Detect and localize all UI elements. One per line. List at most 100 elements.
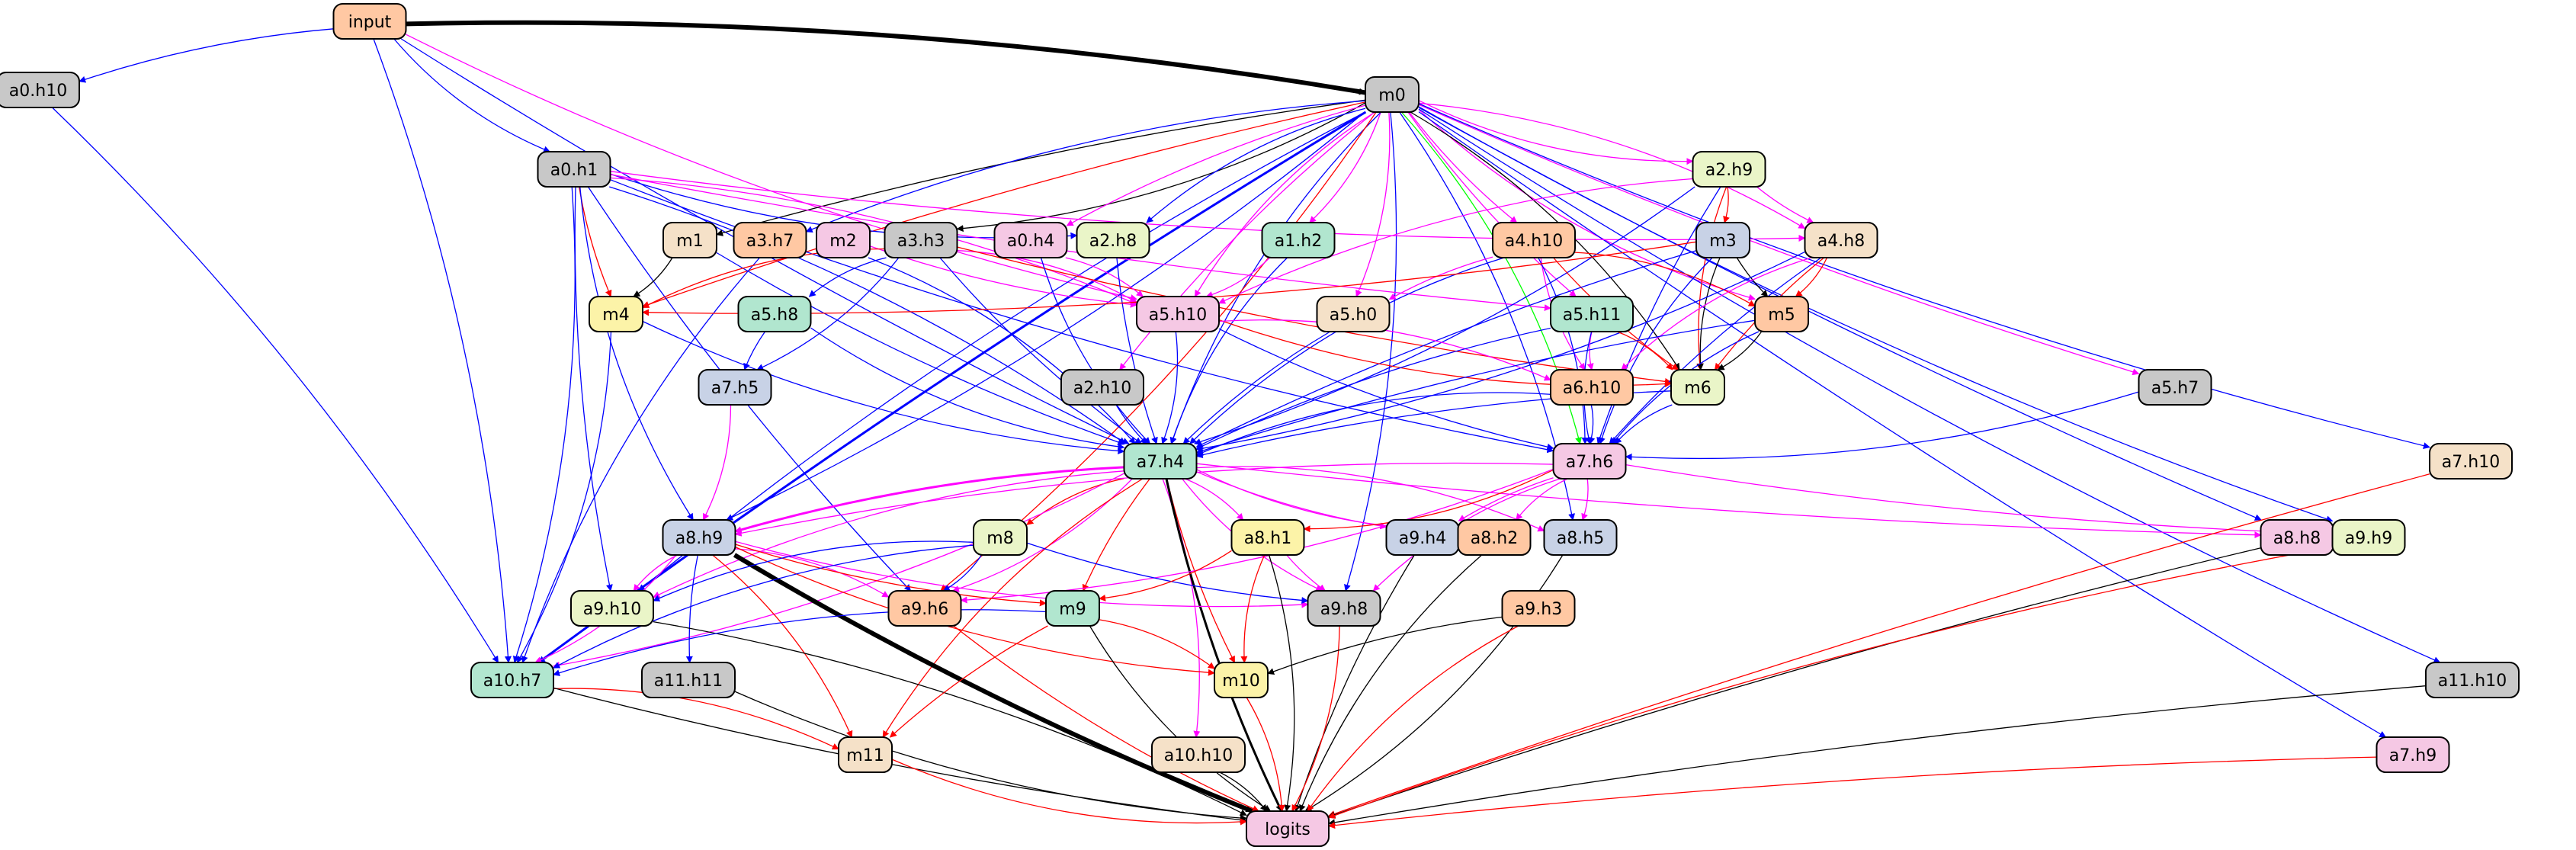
node-box — [537, 151, 611, 188]
node-label: a8.h8 — [2273, 529, 2321, 548]
node-m8[interactable]: m8 — [973, 519, 1028, 556]
node-label: a5.h11 — [1563, 306, 1621, 325]
node-a9-h9[interactable]: a9.h9 — [2331, 519, 2406, 556]
node-box — [1543, 519, 1618, 556]
edge-a5.h0-to-a7.h4 — [1182, 331, 1331, 444]
node-a1-h2[interactable]: a1.h2 — [1261, 222, 1336, 258]
node-a8-h8[interactable]: a8.h8 — [2260, 519, 2334, 556]
node-m11[interactable]: m11 — [838, 736, 893, 773]
node-a5-h7[interactable]: a5.h7 — [2138, 369, 2212, 406]
node-a4-h8[interactable]: a4.h8 — [1804, 222, 1878, 258]
node-a7-h5[interactable]: a7.h5 — [698, 369, 772, 406]
node-box — [1804, 222, 1878, 258]
node-box — [1045, 590, 1100, 627]
edge-a5.h8-to-a7.h5 — [743, 331, 766, 370]
node-m0[interactable]: m0 — [1365, 76, 1420, 113]
node-box — [1550, 296, 1634, 332]
node-a7-h4[interactable]: a7.h4 — [1123, 443, 1198, 480]
node-box — [1365, 76, 1420, 113]
edge-a9.h3-to-m10 — [1267, 616, 1503, 675]
edge-m0-to-a7.h9 — [1418, 111, 2387, 738]
node-a7-h9[interactable]: a7.h9 — [2376, 736, 2450, 773]
node-a11-h11[interactable]: a11.h11 — [641, 662, 736, 698]
node-a10-h10[interactable]: a10.h10 — [1151, 736, 1246, 773]
node-a5-h11[interactable]: a5.h11 — [1550, 296, 1634, 332]
node-m9[interactable]: m9 — [1045, 590, 1100, 627]
edge-m1-to-m4 — [633, 257, 673, 297]
edge-m0-to-a8.h8 — [1418, 107, 2262, 521]
node-a9-h8[interactable]: a9.h8 — [1307, 590, 1381, 627]
node-box — [973, 519, 1028, 556]
edge-a8.h9-to-m11 — [712, 554, 853, 738]
edge-m4-to-a7.h4 — [642, 320, 1125, 455]
node-m10[interactable]: m10 — [1214, 662, 1269, 698]
node-box — [1670, 369, 1725, 406]
node-a2-h10[interactable]: a2.h10 — [1060, 369, 1144, 406]
edge-a3.h3-to-a7.h4 — [939, 257, 1142, 444]
node-a11-h10[interactable]: a11.h10 — [2425, 662, 2520, 698]
node-box — [1307, 590, 1381, 627]
node-a9-h10[interactable]: a9.h10 — [570, 590, 654, 627]
node-a2-h8[interactable]: a2.h8 — [1076, 222, 1150, 258]
node-a10-h7[interactable]: a10.h7 — [470, 662, 554, 698]
edge-a2.h9-to-a7.h4 — [1193, 186, 1695, 445]
edge-layer — [52, 20, 2441, 829]
node-a2-h9[interactable]: a2.h9 — [1692, 151, 1766, 188]
edge-a3.h3-to-a7.h5 — [756, 257, 900, 370]
edge-a11.h11-to-logits — [734, 691, 1247, 822]
edge-a10.h10-to-logits — [1219, 771, 1267, 812]
node-a6-h10[interactable]: a6.h10 — [1550, 369, 1634, 406]
node-m1[interactable]: m1 — [662, 222, 717, 258]
edge-m0-to-a7.h4 — [1169, 111, 1381, 444]
node-a4-h10[interactable]: a4.h10 — [1492, 222, 1576, 258]
node-a0-h4[interactable]: a0.h4 — [993, 222, 1068, 258]
node-m4[interactable]: m4 — [589, 296, 643, 332]
node-m5[interactable]: m5 — [1754, 296, 1809, 332]
node-a8-h5[interactable]: a8.h5 — [1543, 519, 1618, 556]
node-a8-h9[interactable]: a8.h9 — [662, 519, 736, 556]
node-box — [1316, 296, 1391, 332]
node-box — [641, 662, 736, 698]
node-box — [1123, 443, 1198, 480]
node-label: a9.h4 — [1399, 529, 1446, 548]
node-a5-h8[interactable]: a5.h8 — [737, 296, 812, 332]
edge-a7.h6-to-a9.h4 — [1458, 477, 1554, 521]
node-input[interactable]: input — [332, 3, 407, 40]
node-a8-h1[interactable]: a8.h1 — [1230, 519, 1305, 556]
edge-input-to-a10.h7 — [373, 38, 512, 663]
node-a9-h6[interactable]: a9.h6 — [887, 590, 962, 627]
edge-a3.h7-to-a10.h7 — [521, 257, 760, 663]
node-m6[interactable]: m6 — [1670, 369, 1725, 406]
edge-input-to-m0 — [406, 20, 1366, 95]
node-label: a8.h1 — [1244, 529, 1291, 548]
node-label: m3 — [1709, 232, 1736, 251]
edge-a2.h8-to-a7.h4 — [1116, 257, 1158, 444]
node-a7-h6[interactable]: a7.h6 — [1552, 443, 1627, 480]
node-label: a9.h6 — [901, 600, 948, 619]
edge-a7.h5-to-a8.h9 — [702, 404, 732, 521]
node-logits[interactable]: logits — [1246, 810, 1330, 847]
edge-m10-to-logits — [1246, 697, 1285, 812]
edge-a4.h10-to-a5.h0 — [1388, 256, 1493, 300]
node-a0-h1[interactable]: a0.h1 — [537, 151, 611, 188]
edge-a8.h2-to-logits — [1299, 554, 1483, 812]
node-m3[interactable]: m3 — [1695, 222, 1750, 258]
node-a7-h10[interactable]: a7.h10 — [2429, 443, 2513, 480]
node-a3-h3[interactable]: a3.h3 — [884, 222, 958, 258]
node-m2[interactable]: m2 — [816, 222, 871, 258]
node-a9-h4[interactable]: a9.h4 — [1385, 519, 1460, 556]
node-a0-h10[interactable]: a0.h10 — [0, 72, 80, 108]
edge-a3.h3-to-m6 — [957, 246, 1672, 385]
node-a5-h10[interactable]: a5.h10 — [1136, 296, 1220, 332]
edge-m9-to-a10.h7 — [553, 609, 1047, 676]
edge-a4.h10-to-m5 — [1574, 252, 1756, 307]
edge-m0-to-m4 — [642, 101, 1366, 308]
edge-m2-to-a7.h4 — [868, 257, 1136, 444]
node-a3-h7[interactable]: a3.h7 — [733, 222, 807, 258]
node-a8-h2[interactable]: a8.h2 — [1457, 519, 1532, 556]
node-box — [1550, 369, 1634, 406]
node-a5-h0[interactable]: a5.h0 — [1316, 296, 1391, 332]
edge-a8.h9-to-a11.h11 — [685, 554, 698, 663]
node-a9-h3[interactable]: a9.h3 — [1501, 590, 1576, 627]
node-box — [698, 369, 772, 406]
